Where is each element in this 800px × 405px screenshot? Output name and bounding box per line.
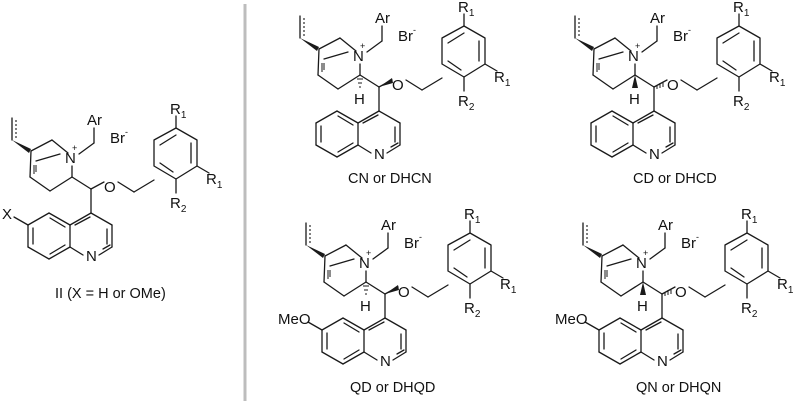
svg-text:Ar: Ar [658,217,673,234]
caption-CD: CD or DHCD [633,171,717,187]
svg-text:R1: R1 [733,0,750,19]
svg-text:R1: R1 [464,206,481,226]
structure-CN: N + Ar Br- O H R1 R1 R2 N [299,0,511,163]
svg-text:+: + [360,41,365,51]
svg-text:N: N [628,48,639,65]
svg-text:Br-: Br- [404,232,422,252]
svg-text:+: + [635,41,640,51]
svg-text:R1: R1 [170,101,187,121]
svg-text:N: N [359,255,370,272]
svg-text:R1: R1 [500,276,517,296]
svg-text:N: N [353,48,364,65]
svg-text:+: + [366,248,371,258]
svg-text:MeO: MeO [278,311,311,328]
structure-CD: N + Ar Br- O H R1 R1 R2 N [574,0,786,163]
svg-text:Ar: Ar [650,10,665,27]
svg-text:N: N [65,150,76,167]
svg-text:Ar: Ar [375,10,390,27]
svg-text:Br-: Br- [110,127,128,147]
svg-text:+: + [72,143,77,153]
svg-text:MeO: MeO [555,311,588,328]
svg-text:R2: R2 [458,93,475,113]
svg-text:+: + [643,248,648,258]
caption-II: II (X = H or OMe) [55,286,166,302]
caption-QD: QD or DHQD [350,380,435,396]
svg-text:R2: R2 [741,300,758,320]
svg-text:R1: R1 [769,69,786,89]
svg-text:R2: R2 [464,300,481,320]
svg-text:N: N [380,353,391,370]
svg-text:R1: R1 [494,69,511,89]
structure-II: X N + Ar Br- O R1 R1 R2 N [2,101,223,265]
svg-text:O: O [392,77,404,94]
svg-text:R1: R1 [458,0,475,19]
structure-QN: MeO N + Ar Br- O H R1 R1 R2 N [555,206,794,370]
svg-text:H: H [637,298,648,315]
svg-text:O: O [675,284,687,301]
caption-CN: CN or DHCN [348,171,432,187]
structure-QD: MeO N + Ar Br- O H R1 R1 R2 N [278,206,517,370]
svg-text:O: O [398,284,410,301]
caption-QN: QN or DHQN [636,380,721,396]
svg-text:R1: R1 [777,276,794,296]
svg-text:H: H [360,298,371,315]
svg-text:R2: R2 [733,93,750,113]
svg-text:R1: R1 [741,206,758,226]
svg-text:N: N [636,255,647,272]
svg-text:H: H [354,91,365,108]
svg-text:Br-: Br- [398,25,416,45]
svg-text:O: O [667,77,679,94]
atom-x: X [2,206,12,223]
svg-text:N: N [374,146,385,163]
svg-text:N: N [649,146,660,163]
svg-text:Ar: Ar [381,217,396,234]
svg-text:O: O [104,179,116,196]
svg-text:Ar: Ar [87,112,102,129]
svg-text:N: N [86,248,97,265]
svg-text:R2: R2 [170,195,187,215]
svg-text:Br-: Br- [681,232,699,252]
svg-text:Br-: Br- [673,25,691,45]
svg-text:H: H [629,91,640,108]
svg-text:R1: R1 [206,171,223,191]
svg-text:N: N [657,353,668,370]
